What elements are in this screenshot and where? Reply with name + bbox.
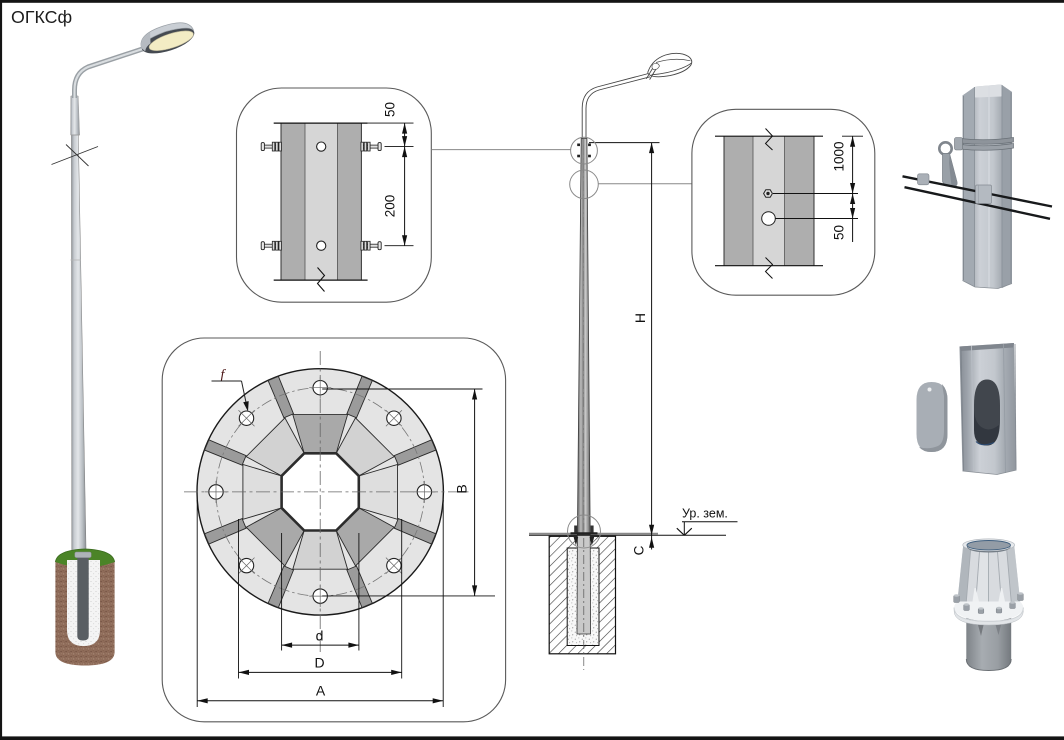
svg-text:D: D [314, 655, 324, 671]
svg-text:d: d [316, 628, 324, 644]
svg-text:50: 50 [383, 102, 398, 117]
svg-text:C: C [632, 545, 647, 555]
svg-text:200: 200 [383, 195, 398, 218]
svg-text:1000: 1000 [832, 141, 847, 171]
svg-text:Ур. зем.: Ур. зем. [682, 507, 728, 521]
svg-text:f: f [221, 368, 227, 383]
svg-text:ОГКСф: ОГКСф [11, 7, 72, 27]
svg-text:B: B [454, 484, 470, 493]
svg-text:A: A [316, 683, 326, 699]
svg-text:50: 50 [832, 225, 847, 240]
svg-text:H: H [632, 313, 648, 323]
